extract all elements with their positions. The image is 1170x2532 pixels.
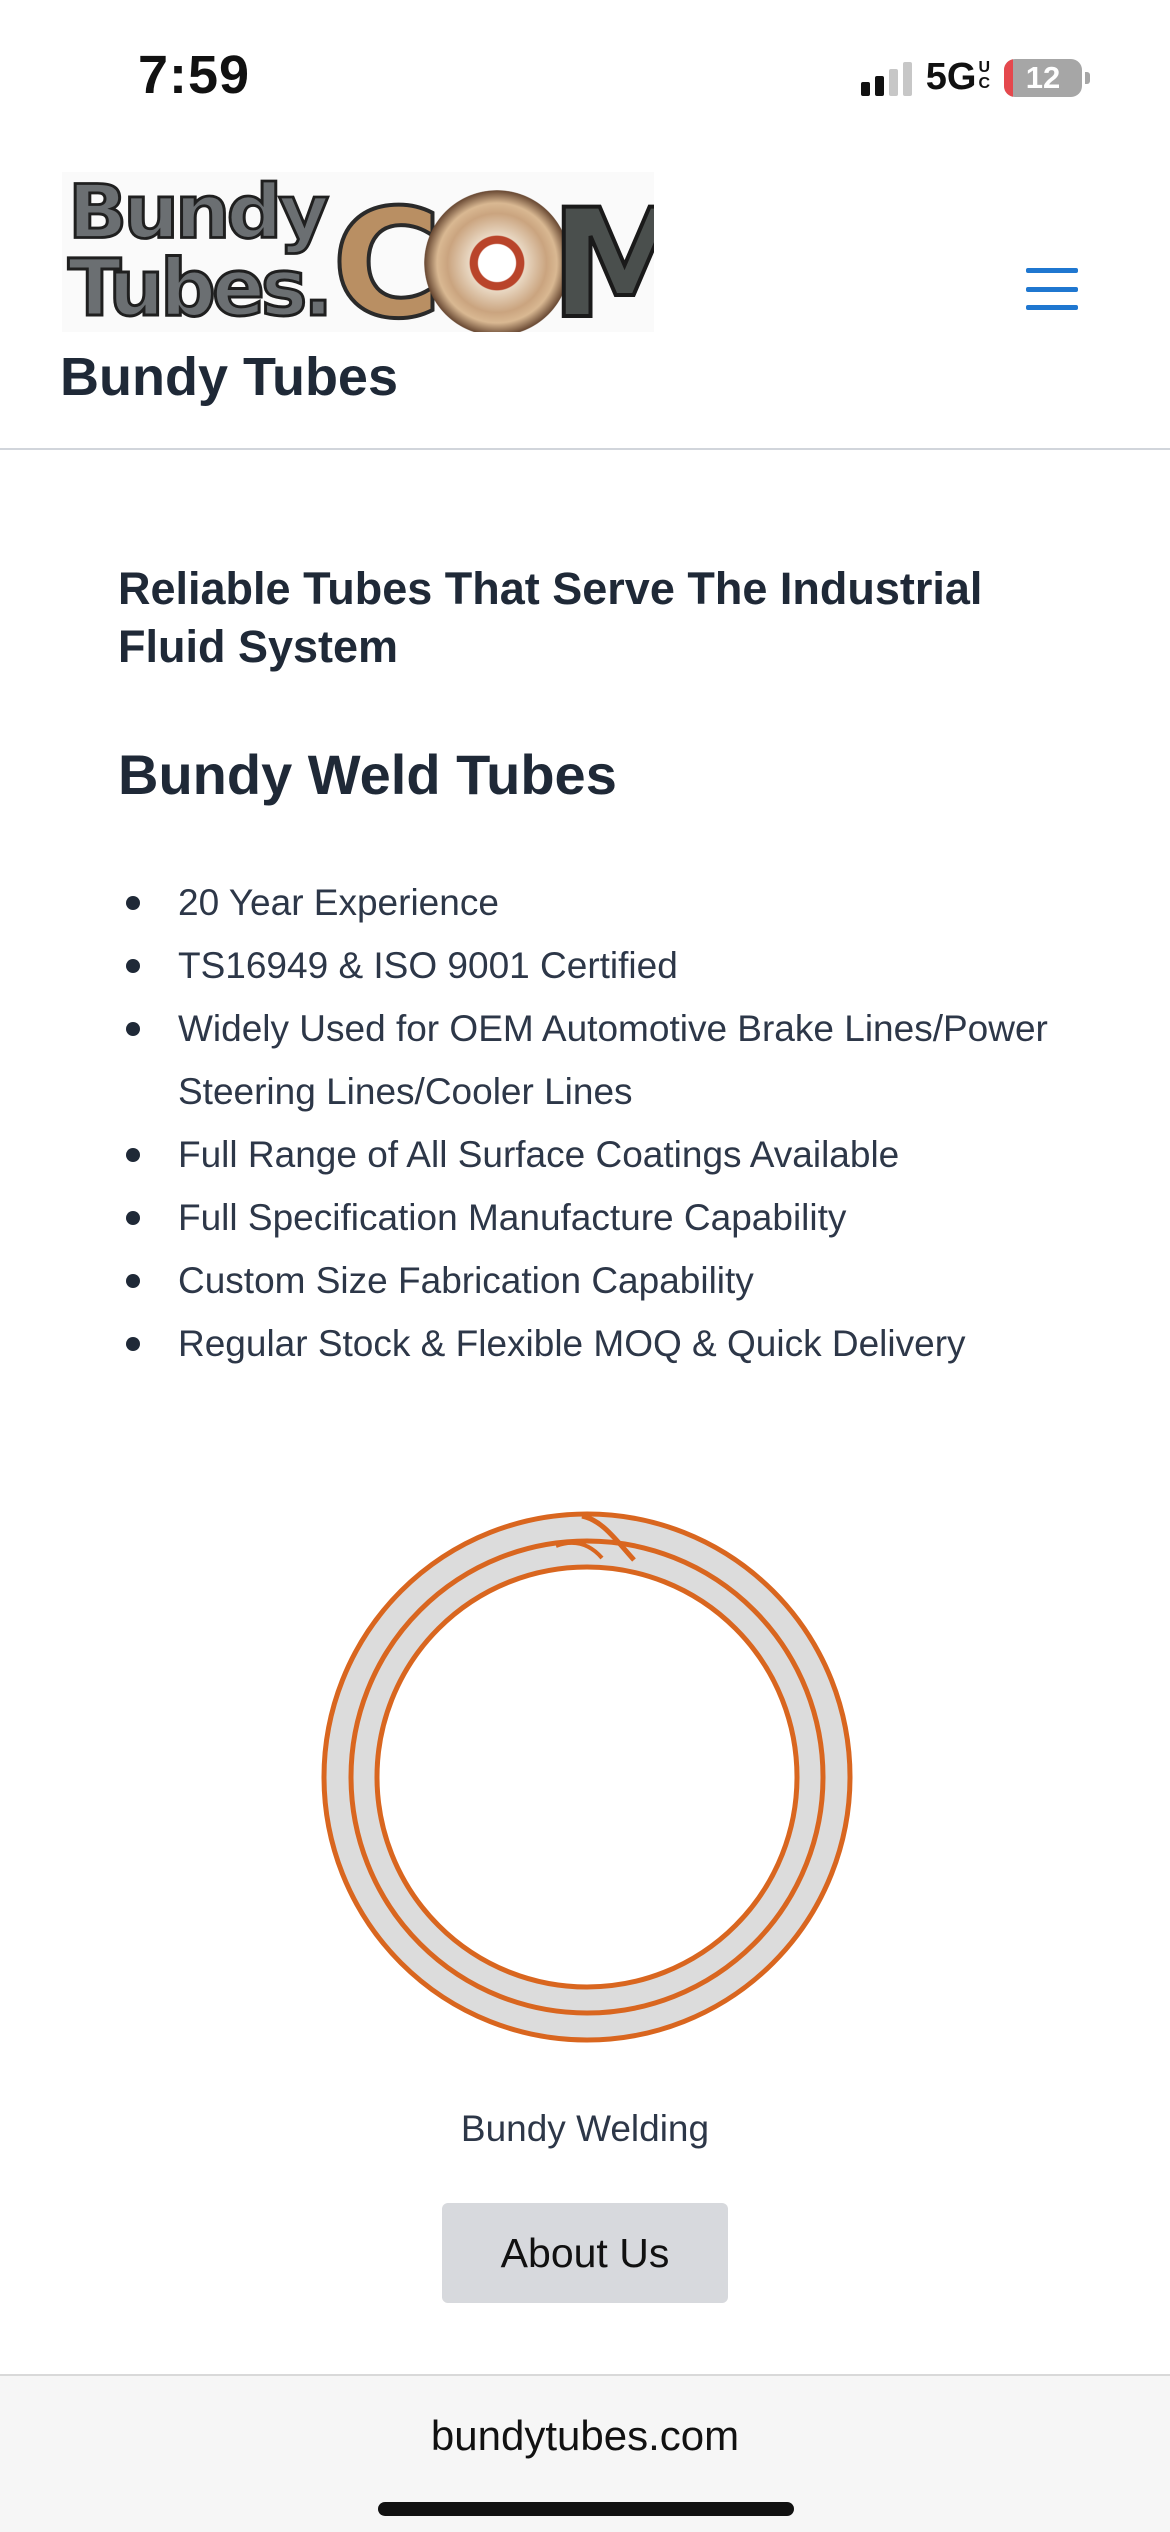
bullet-icon bbox=[126, 1337, 140, 1351]
logo-letter-m: M bbox=[548, 176, 654, 332]
network-sub-top: U bbox=[978, 59, 990, 76]
battery-fill bbox=[1004, 58, 1014, 97]
status-indicators: 5G U C 12 bbox=[860, 56, 1090, 99]
status-bar: 7:59 5G U C 12 bbox=[0, 0, 1170, 150]
feature-list: 20 Year Experience TS16949 & ISO 9001 Ce… bbox=[118, 871, 1078, 1375]
bullet-icon bbox=[126, 1022, 140, 1036]
tube-middle-wall bbox=[348, 1538, 826, 2016]
figure-caption: Bundy Welding bbox=[460, 2108, 710, 2149]
battery-level: 12 bbox=[1025, 59, 1061, 95]
feature-item: 20 Year Experience bbox=[118, 871, 1078, 934]
logo-tube-ring bbox=[424, 190, 570, 332]
tube-weld-overlap bbox=[555, 1540, 604, 1560]
status-time: 7:59 bbox=[138, 45, 251, 105]
feature-item: Full Range of All Surface Coatings Avail… bbox=[118, 1123, 1078, 1186]
bullet-icon bbox=[126, 959, 140, 973]
battery-icon: 12 bbox=[1004, 58, 1082, 97]
home-indicator[interactable] bbox=[378, 2502, 794, 2516]
logo-text-tubes: Tubes. bbox=[67, 243, 335, 333]
feature-item: Full Specification Manufacture Capabilit… bbox=[118, 1186, 1078, 1249]
bullet-icon bbox=[126, 1148, 140, 1162]
site-header: Bundy Tubes. C M Bundy Tubes bbox=[0, 150, 1170, 450]
section-title: Bundy Weld Tubes bbox=[118, 743, 617, 806]
site-logo[interactable]: Bundy Tubes. C M bbox=[62, 172, 654, 332]
url-text[interactable]: bundytubes.com bbox=[430, 2412, 740, 2459]
network-type: 5G bbox=[925, 56, 977, 98]
hamburger-menu-icon[interactable] bbox=[1026, 268, 1078, 310]
feature-item: Custom Size Fabrication Capability bbox=[118, 1249, 1078, 1312]
feature-item: Regular Stock & Flexible MOQ & Quick Del… bbox=[118, 1312, 1078, 1375]
battery-cap bbox=[1085, 71, 1090, 84]
feature-item: TS16949 & ISO 9001 Certified bbox=[118, 934, 1078, 997]
tagline: Reliable Tubes That Serve The Industrial… bbox=[118, 563, 983, 672]
logo-text-bundy: Bundy bbox=[66, 172, 330, 257]
site-title[interactable]: Bundy Tubes bbox=[60, 347, 399, 407]
bullet-icon bbox=[126, 1211, 140, 1225]
feature-item: Widely Used for OEM Automotive Brake Lin… bbox=[118, 997, 1078, 1123]
tube-weld-seam bbox=[581, 1513, 636, 1562]
bullet-icon bbox=[126, 896, 140, 910]
bullet-icon bbox=[126, 1274, 140, 1288]
browser-url-bar[interactable]: bundytubes.com bbox=[0, 2374, 1170, 2532]
about-us-button[interactable]: About Us bbox=[442, 2203, 728, 2303]
tube-inner-wall bbox=[374, 1564, 800, 1990]
bundy-tube-illustration bbox=[321, 1511, 853, 2043]
signal-strength-icon bbox=[860, 60, 912, 96]
network-sub-bottom: C bbox=[978, 75, 990, 92]
network-indicator: 5G U C bbox=[926, 56, 990, 99]
main-content: Reliable Tubes That Serve The Industrial… bbox=[118, 560, 1078, 1375]
